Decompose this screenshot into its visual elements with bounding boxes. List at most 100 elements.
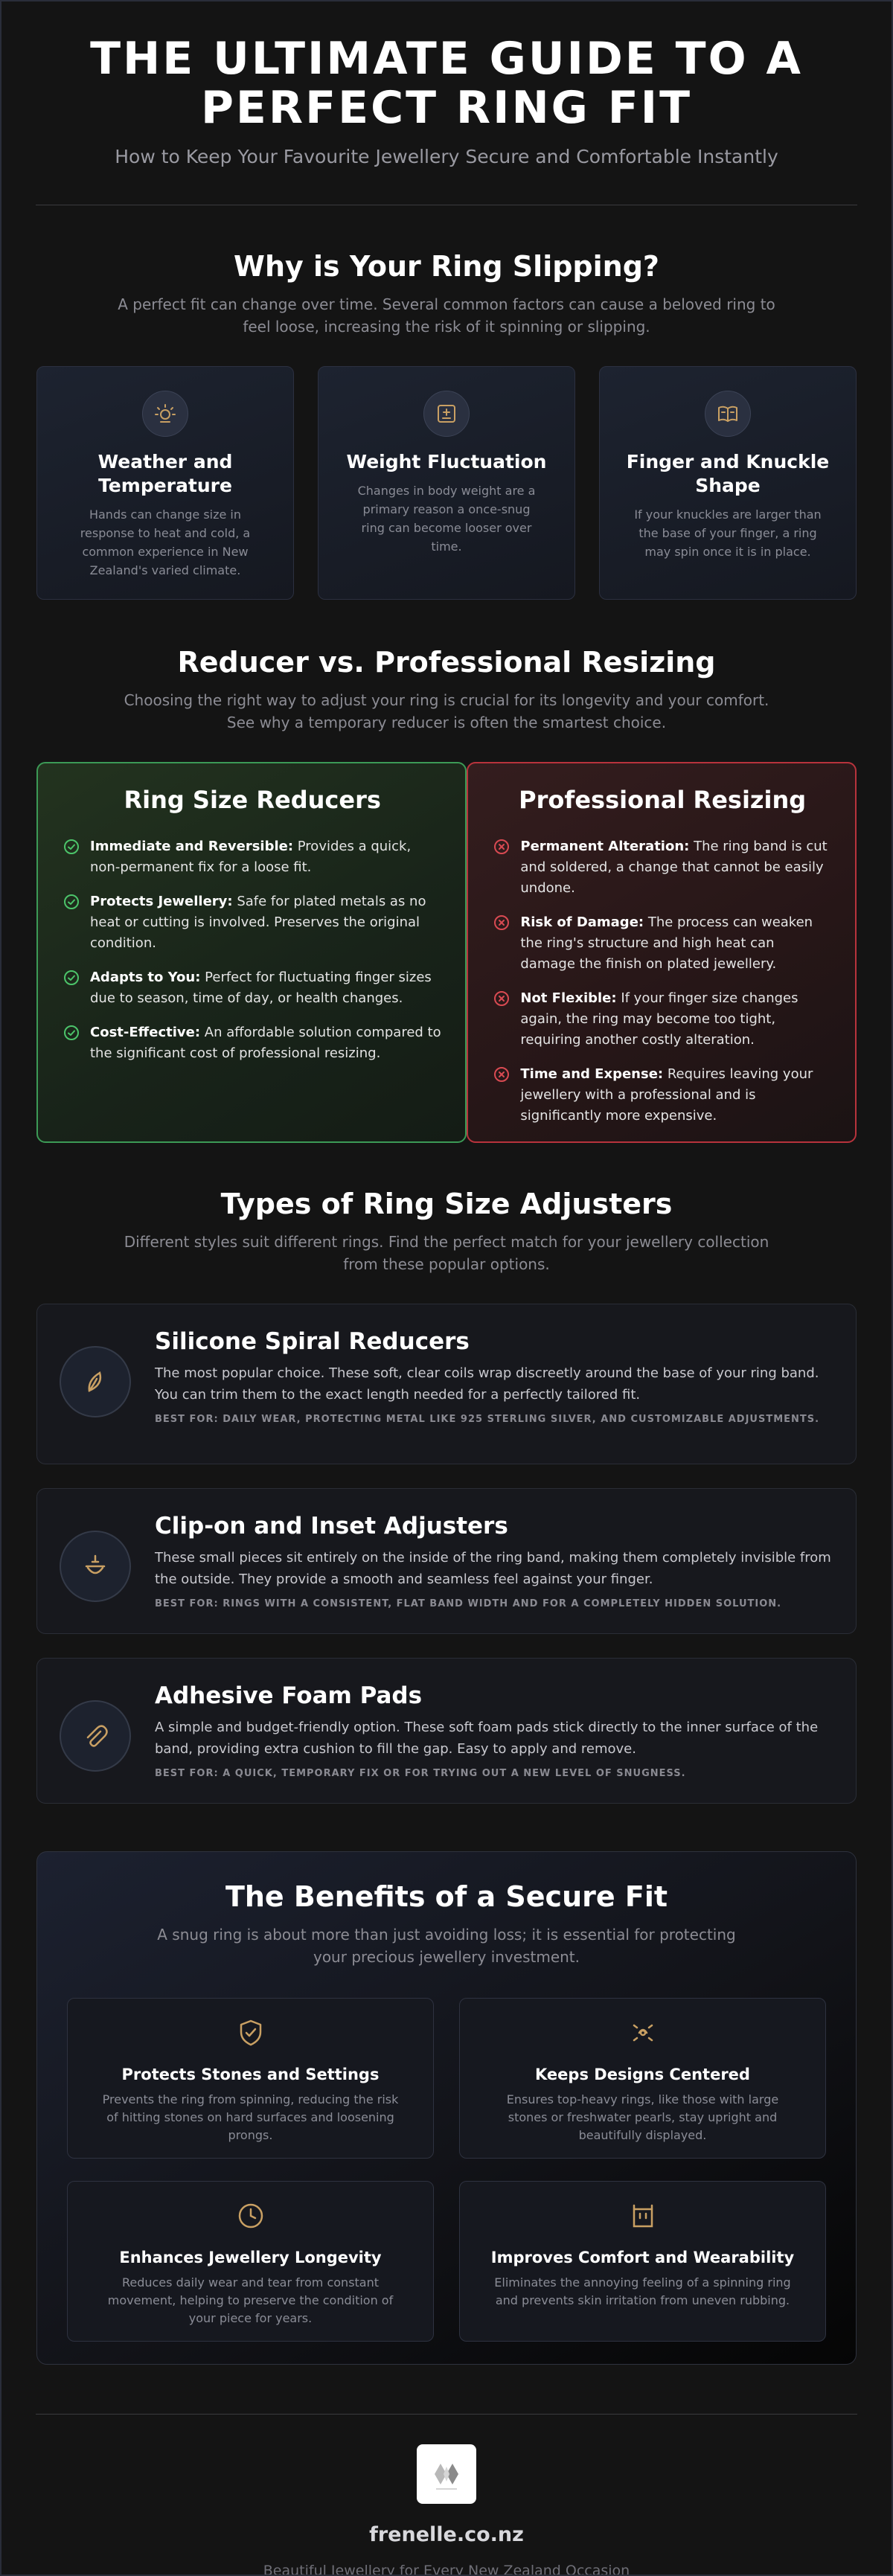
why-description: A perfect fit can change over time. Seve… — [118, 295, 775, 336]
compare-cards: Ring Size Reducers Immediate and Reversi… — [36, 762, 857, 1143]
type-best-for: BEST FOR: A QUICK, TEMPORARY FIX OR FOR … — [155, 1768, 686, 1779]
why-section: Why is Your Ring Slipping? A perfect fit… — [1, 205, 892, 600]
type-card-silicone: Silicone Spiral Reducers The most popula… — [36, 1304, 857, 1464]
benefit-title: Keeps Designs Centered — [535, 2066, 750, 2083]
pro-item: Cost-Effective: An affordable solution c… — [63, 1022, 441, 1064]
benefit-text: Eliminates the annoying feeling of a spi… — [494, 2275, 791, 2307]
types-section: Types of Ring Size Adjusters Different s… — [1, 1143, 892, 1804]
type-text: A simple and budget-friendly option. The… — [155, 1720, 819, 1757]
why-card-weight: Weight Fluctuation Changes in body weigh… — [318, 366, 575, 600]
con-item: Risk of Damage: The process can weaken t… — [493, 912, 831, 975]
pro-item-text: Safe for plated metals as no heat or cut… — [90, 894, 426, 951]
con-item-heading: Permanent Alteration: — [520, 839, 690, 854]
leaf-icon — [60, 1346, 131, 1417]
benefit-card: Improves Comfort and Wearability Elimina… — [459, 2181, 826, 2342]
brand-logo[interactable] — [417, 2444, 476, 2504]
con-item-text: The process can weaken the ring's struct… — [520, 914, 813, 972]
pro-item-text: Perfect for fluctuating finger sizes due… — [90, 970, 432, 1006]
benefit-grid: Protects Stones and Settings Prevents th… — [67, 1998, 826, 2342]
benefit-title: Enhances Jewellery Longevity — [119, 2249, 382, 2266]
con-item-heading: Risk of Damage: — [520, 914, 644, 930]
paperclip-icon — [60, 1700, 131, 1772]
hero: THE ULTIMATE GUIDE TO A PERFECT RING FIT… — [1, 1, 892, 167]
compare-description: Choosing the right way to adjust your ri… — [124, 691, 769, 731]
x-circle-icon — [493, 1066, 511, 1086]
scale-icon — [423, 391, 470, 437]
type-title: Clip-on and Inset Adjusters — [155, 1513, 508, 1539]
con-item: Not Flexible: If your finger size change… — [493, 988, 831, 1051]
focus-icon — [628, 2024, 658, 2051]
type-card-adhesive: Adhesive Foam Pads A simple and budget-f… — [36, 1658, 857, 1804]
compare-title: Reducer vs. Professional Resizing — [177, 646, 716, 679]
type-best-for: BEST FOR: DAILY WEAR, PROTECTING METAL L… — [155, 1414, 820, 1425]
type-card-clip-on: Clip-on and Inset Adjusters These small … — [36, 1488, 857, 1634]
title-line-2: PERFECT RING FIT — [200, 82, 693, 134]
benefits-section: The Benefits of a Secure Fit A snug ring… — [36, 1851, 857, 2365]
comfort-icon — [628, 2204, 658, 2234]
benefits-title: The Benefits of a Secure Fit — [225, 1880, 668, 1913]
why-card-weather: Weather and Temperature Hands can change… — [36, 366, 294, 600]
pro-item: Immediate and Reversible: Provides a qui… — [63, 836, 441, 878]
page-subtitle: How to Keep Your Favourite Jewellery Sec… — [115, 146, 778, 167]
con-item-heading: Not Flexible: — [520, 990, 617, 1006]
title-line-1: THE ULTIMATE GUIDE TO A — [90, 33, 803, 85]
con-item-text: If your finger size changes again, the r… — [520, 990, 798, 1048]
benefit-card: Keeps Designs Centered Ensures top-heavy… — [459, 1998, 826, 2159]
type-best-for: BEST FOR: RINGS WITH A CONSISTENT, FLAT … — [155, 1598, 782, 1609]
resizing-card: Professional Resizing Permanent Alterati… — [467, 762, 857, 1143]
con-item-text: Requires leaving your jewellery with a p… — [520, 1066, 813, 1124]
pro-item-text: An affordable solution compared to the s… — [90, 1025, 441, 1061]
why-cards: Weather and Temperature Hands can change… — [36, 366, 857, 600]
type-title: Silicone Spiral Reducers — [155, 1328, 470, 1355]
type-text: These small pieces sit entirely on the i… — [155, 1550, 831, 1587]
check-circle-icon — [63, 970, 81, 989]
footer: frenelle.co.nz Beautiful Jewellery for E… — [1, 2415, 892, 2576]
why-card-title: Weather and Temperature — [97, 451, 233, 496]
x-circle-icon — [493, 990, 511, 1010]
benefit-card: Protects Stones and Settings Prevents th… — [67, 1998, 434, 2159]
why-card-title: Finger and Knuckle Shape — [626, 451, 830, 496]
hand-icon — [705, 391, 751, 437]
why-card-title: Weight Fluctuation — [346, 451, 547, 472]
type-title: Adhesive Foam Pads — [155, 1682, 423, 1709]
footer-site-link[interactable]: frenelle.co.nz — [369, 2523, 524, 2546]
insert-icon — [60, 1531, 131, 1602]
why-card-knuckle: Finger and Knuckle Shape If your knuckle… — [599, 366, 857, 600]
check-circle-icon — [63, 839, 81, 858]
benefits-description: A snug ring is about more than just avoi… — [157, 1926, 736, 1966]
pro-item-heading: Immediate and Reversible: — [90, 839, 294, 854]
why-card-text: Hands can change size in response to hea… — [80, 507, 251, 577]
con-item-text: The ring band is cut and soldered, a cha… — [520, 839, 828, 896]
resizing-title: Professional Resizing — [519, 786, 807, 814]
sun-icon — [142, 391, 188, 437]
type-text: The most popular choice. These soft, cle… — [155, 1365, 819, 1403]
con-item: Permanent Alteration: The ring band is c… — [493, 836, 831, 899]
benefit-text: Reduces daily wear and tear from constan… — [107, 2275, 394, 2325]
pro-item: Protects Jewellery: Safe for plated meta… — [63, 891, 441, 954]
benefit-text: Ensures top-heavy rings, like those with… — [506, 2092, 779, 2142]
why-card-text: If your knuckles are larger than the bas… — [634, 507, 822, 559]
pro-item-heading: Cost-Effective: — [90, 1025, 201, 1040]
con-item: Time and Expense: Requires leaving your … — [493, 1064, 831, 1127]
pro-item-text: Provides a quick, non-permanent fix for … — [90, 839, 412, 875]
check-circle-icon — [63, 894, 81, 913]
footer-tagline: Beautiful Jewellery for Every New Zealan… — [263, 2563, 630, 2576]
page-title: THE ULTIMATE GUIDE TO A PERFECT RING FIT — [1, 34, 892, 132]
shield-check-icon — [236, 2019, 266, 2051]
why-card-text: Changes in body weight are a primary rea… — [357, 484, 536, 554]
benefit-text: Prevents the ring from spinning, reducin… — [102, 2092, 399, 2142]
pro-item-heading: Adapts to You: — [90, 970, 201, 985]
reducers-card: Ring Size Reducers Immediate and Reversi… — [36, 762, 467, 1143]
x-circle-icon — [493, 839, 511, 858]
con-item-heading: Time and Expense: — [520, 1066, 664, 1082]
reducers-title: Ring Size Reducers — [124, 786, 381, 814]
footer-divider — [36, 2414, 857, 2415]
types-description: Different styles suit different rings. F… — [124, 1233, 769, 1273]
benefit-title: Improves Comfort and Wearability — [490, 2249, 795, 2266]
compare-section: Reducer vs. Professional Resizing Choosi… — [1, 600, 892, 1143]
check-circle-icon — [63, 1025, 81, 1044]
benefit-title: Protects Stones and Settings — [121, 2066, 380, 2083]
why-title: Why is Your Ring Slipping? — [234, 250, 659, 283]
pro-item-heading: Protects Jewellery: — [90, 894, 233, 909]
